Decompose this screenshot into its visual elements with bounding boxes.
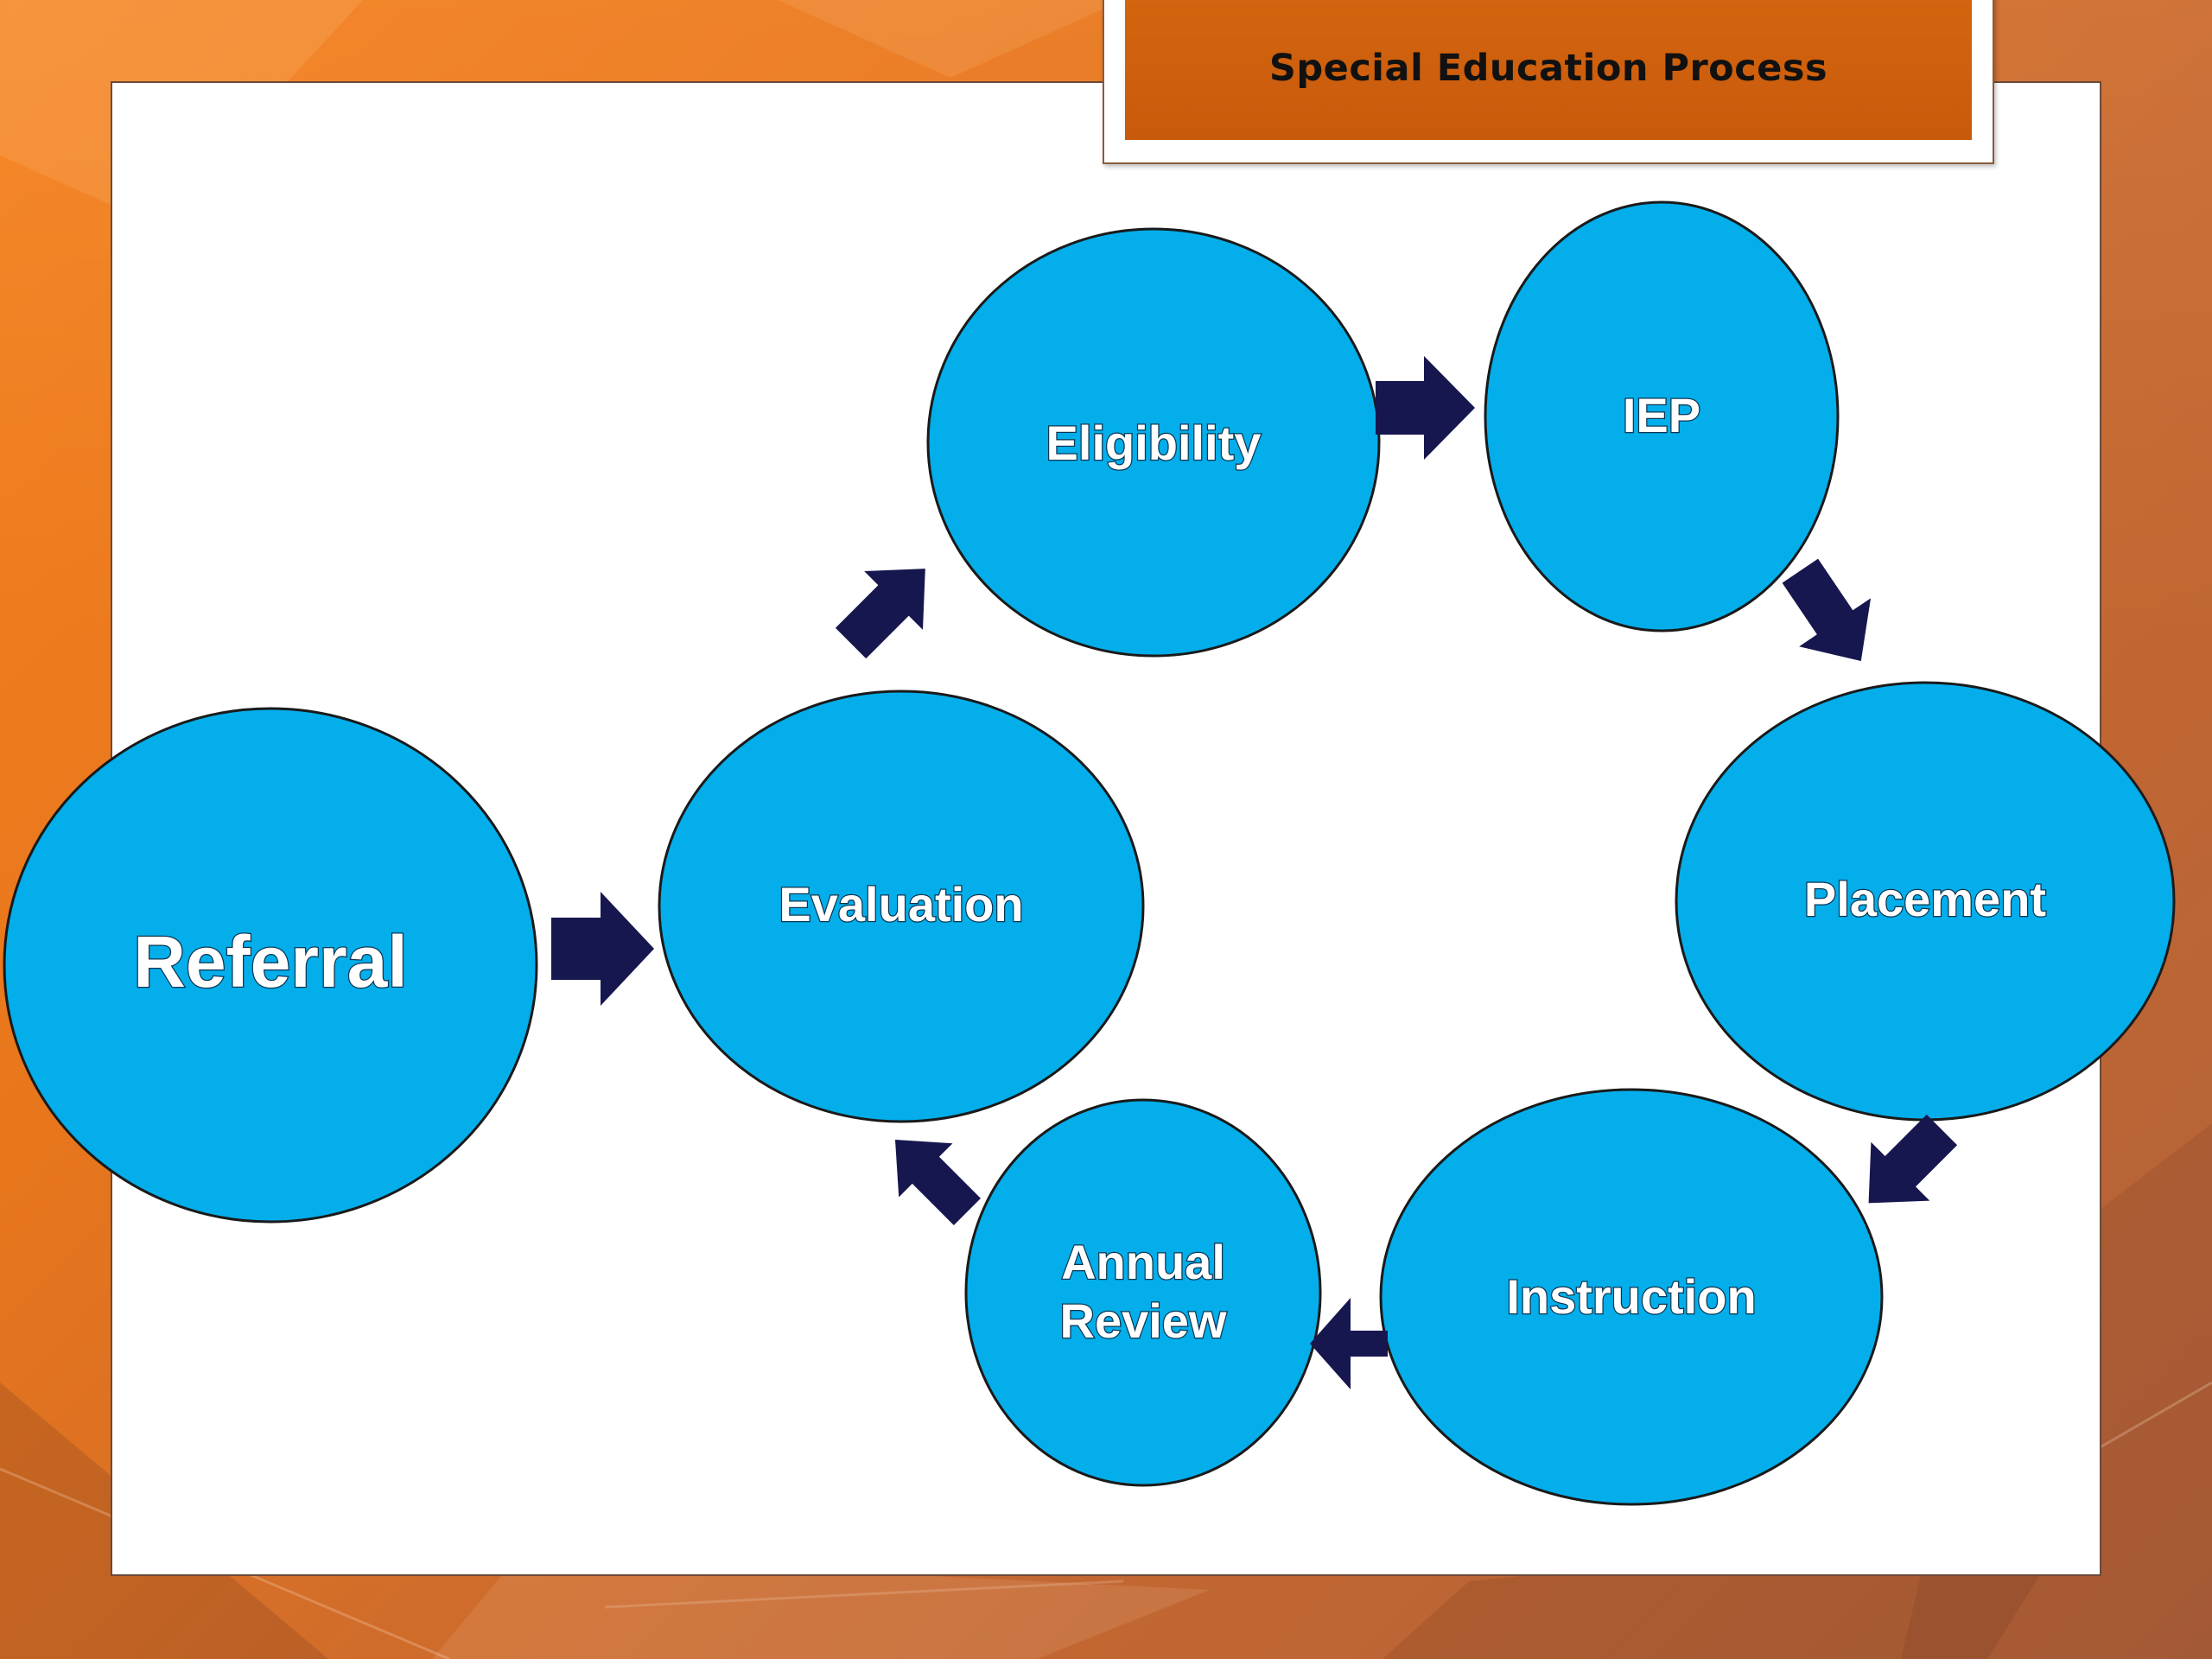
evaluation-label: Evaluation xyxy=(779,877,1023,931)
referral-label: Referral xyxy=(133,921,408,1002)
instruction-label: Instruction xyxy=(1506,1269,1756,1324)
arrow-referral-to-evaluation xyxy=(551,892,654,1006)
title-box: Special Education Process xyxy=(1103,0,1994,164)
arrow-placement-to-instruction xyxy=(1868,1114,1958,1204)
eligibility-label: Eligibility xyxy=(1046,416,1262,470)
annual-review-label-line1: Annual xyxy=(1061,1235,1225,1289)
evaluation-node xyxy=(658,690,1145,1123)
annual-review-node xyxy=(964,1098,1322,1487)
arrow-instruction-to-annual-review xyxy=(1310,1298,1388,1389)
slide-title: Special Education Process xyxy=(1268,47,1828,90)
instruction-node xyxy=(1379,1088,1884,1506)
arrow-iep-to-placement xyxy=(1782,558,1872,662)
referral-node xyxy=(3,707,538,1224)
annual-review-label-line2: Review xyxy=(1060,1294,1227,1348)
arrow-annual-review-to-evaluation xyxy=(894,1139,981,1225)
title-bar: Special Education Process xyxy=(1125,0,1972,140)
eligibility-node xyxy=(926,227,1381,658)
arrow-evaluation-to-eligibility xyxy=(835,569,925,659)
arrow-eligibility-to-iep xyxy=(1376,356,1475,460)
iep-label: IEP xyxy=(1623,388,1700,442)
placement-label: Placement xyxy=(1804,872,2046,926)
iep-node xyxy=(1484,200,1840,632)
